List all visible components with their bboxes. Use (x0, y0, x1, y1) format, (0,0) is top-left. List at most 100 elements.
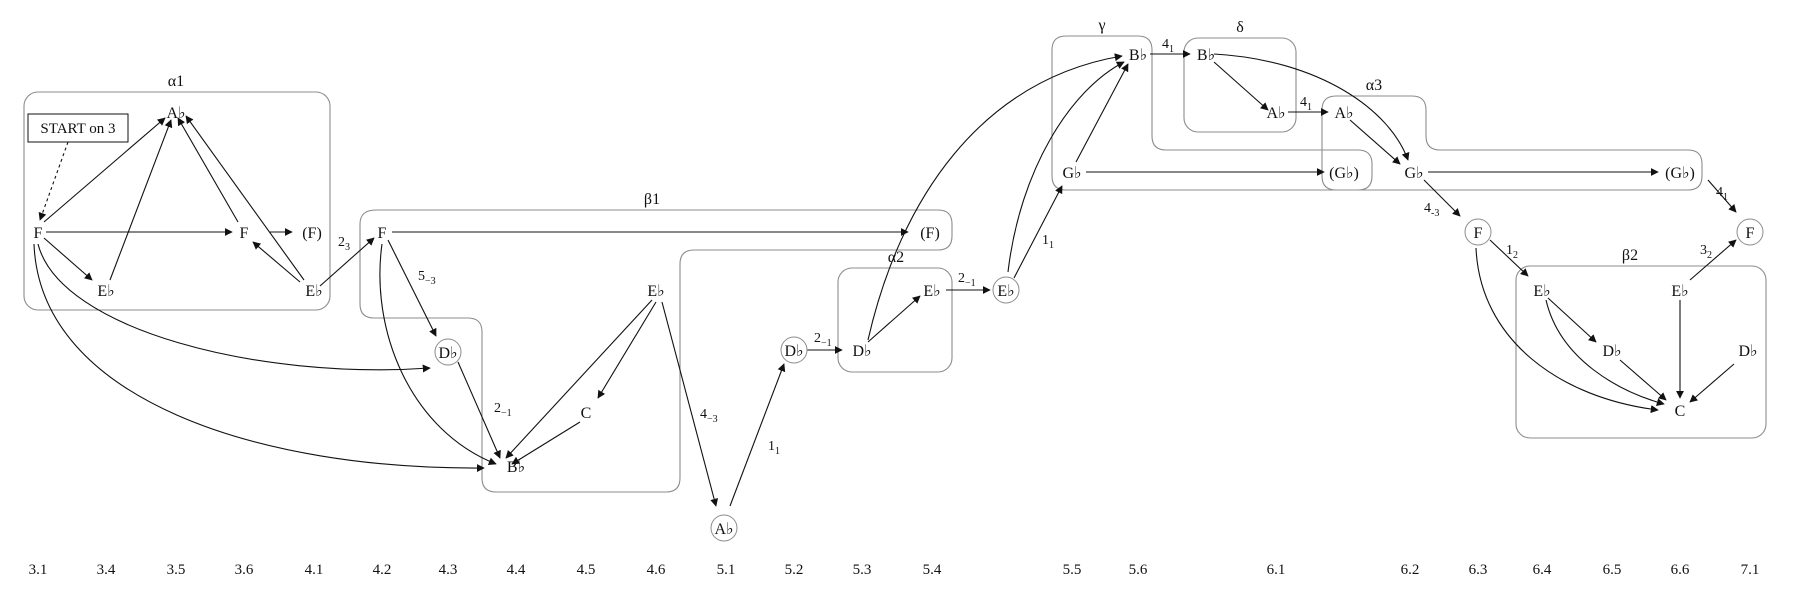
edge (1423, 179, 1461, 217)
edge-label: 2−1 (494, 401, 512, 419)
group-beta1 (359, 209, 953, 493)
node: E♭ (647, 283, 664, 300)
node: A♭ (1266, 105, 1285, 122)
axis-label: 7.1 (1741, 562, 1760, 578)
edge (597, 301, 657, 399)
axis-label: 6.4 (1533, 562, 1552, 578)
axis-label: 4.5 (577, 562, 596, 578)
node: (F) (302, 225, 322, 242)
node: D♭ (784, 343, 803, 360)
axis-label: 6.5 (1603, 562, 1622, 578)
axis-label: 3.6 (235, 562, 254, 578)
edge-label: 5−3 (418, 269, 436, 287)
node: G♭ (1062, 165, 1081, 182)
node: F (1746, 225, 1755, 242)
group-beta2 (1515, 265, 1767, 439)
edge (457, 361, 501, 459)
node: E♭ (923, 283, 940, 300)
node: B♭ (507, 459, 525, 476)
group-gamma (1051, 35, 1373, 191)
edge (1075, 63, 1129, 163)
edge (661, 301, 719, 507)
node-ring (1464, 218, 1492, 246)
node-ring (992, 276, 1020, 304)
node: E♭ (305, 283, 322, 300)
edge (867, 295, 921, 343)
edge-label: 23 (338, 235, 350, 253)
edge (1475, 247, 1659, 414)
edge-label: 12 (1506, 243, 1518, 261)
node-ring (780, 336, 808, 364)
edge (1349, 119, 1401, 165)
group-alpha1 (23, 91, 331, 311)
node: (G♭) (1329, 165, 1359, 182)
edge (319, 237, 375, 287)
group-label-beta2: β2 (1622, 247, 1638, 264)
edge (729, 363, 786, 507)
edge (109, 119, 173, 281)
node: F (34, 225, 43, 242)
axis-label: 5.4 (923, 562, 942, 578)
edge-label: 4−3 (700, 407, 718, 425)
node: F (240, 225, 249, 242)
edge (43, 237, 93, 281)
node: E♭ (1671, 283, 1688, 300)
axis-label: 6.1 (1267, 562, 1286, 578)
group-delta (1183, 37, 1297, 133)
edge (1013, 185, 1063, 279)
edge (185, 115, 305, 281)
edge (1689, 363, 1735, 403)
edge (33, 243, 485, 473)
edge (505, 299, 653, 459)
axis-label: 6.3 (1469, 562, 1488, 578)
node: E♭ (97, 283, 114, 300)
edge (37, 243, 431, 373)
node: C (581, 405, 592, 422)
axis-label: 3.4 (97, 562, 116, 578)
edge-label: 41 (1162, 37, 1174, 55)
edge (1689, 239, 1737, 281)
group-label-delta: δ (1236, 19, 1244, 36)
node: F (378, 225, 387, 242)
axis-label: 6.2 (1401, 562, 1420, 578)
start-note-box (27, 113, 129, 143)
edge (177, 117, 239, 223)
edge (1213, 53, 1410, 161)
edge (379, 243, 497, 466)
axis-label: 5.6 (1129, 562, 1148, 578)
group-label-beta1: β1 (644, 191, 660, 208)
node: (F) (920, 225, 940, 242)
node: A♭ (166, 105, 185, 122)
edge-label: 32 (1700, 243, 1712, 261)
axis-label: 4.6 (647, 562, 666, 578)
edge (1545, 299, 1665, 406)
axis-label: 4.1 (305, 562, 324, 578)
axis-label: 5.2 (785, 562, 804, 578)
group-label-gamma: γ (1097, 17, 1105, 34)
edge (511, 421, 581, 465)
edge (43, 117, 166, 223)
axis-label: 3.5 (167, 562, 186, 578)
edge-label: 2−1 (814, 331, 832, 349)
node: B♭ (1129, 47, 1147, 64)
node: A♭ (714, 521, 733, 538)
edges (33, 50, 1737, 507)
group-label-alpha1: α1 (168, 73, 184, 90)
node: A♭ (1334, 105, 1353, 122)
node: D♭ (852, 343, 871, 360)
group-label-alpha3: α3 (1366, 77, 1382, 94)
start-note: START on 3 (40, 121, 115, 137)
edge (867, 53, 1123, 341)
node: D♭ (1738, 343, 1757, 360)
node: D♭ (438, 345, 457, 362)
edge-label: 2−1 (958, 271, 976, 289)
edge (252, 241, 301, 283)
axis-label: 6.6 (1671, 562, 1690, 578)
edge (1707, 179, 1737, 213)
node: D♭ (1602, 343, 1621, 360)
group-alpha3 (1321, 95, 1703, 191)
axis-label: 4.2 (373, 562, 392, 578)
group-alpha2 (837, 267, 953, 373)
axis-label: 5.5 (1063, 562, 1082, 578)
